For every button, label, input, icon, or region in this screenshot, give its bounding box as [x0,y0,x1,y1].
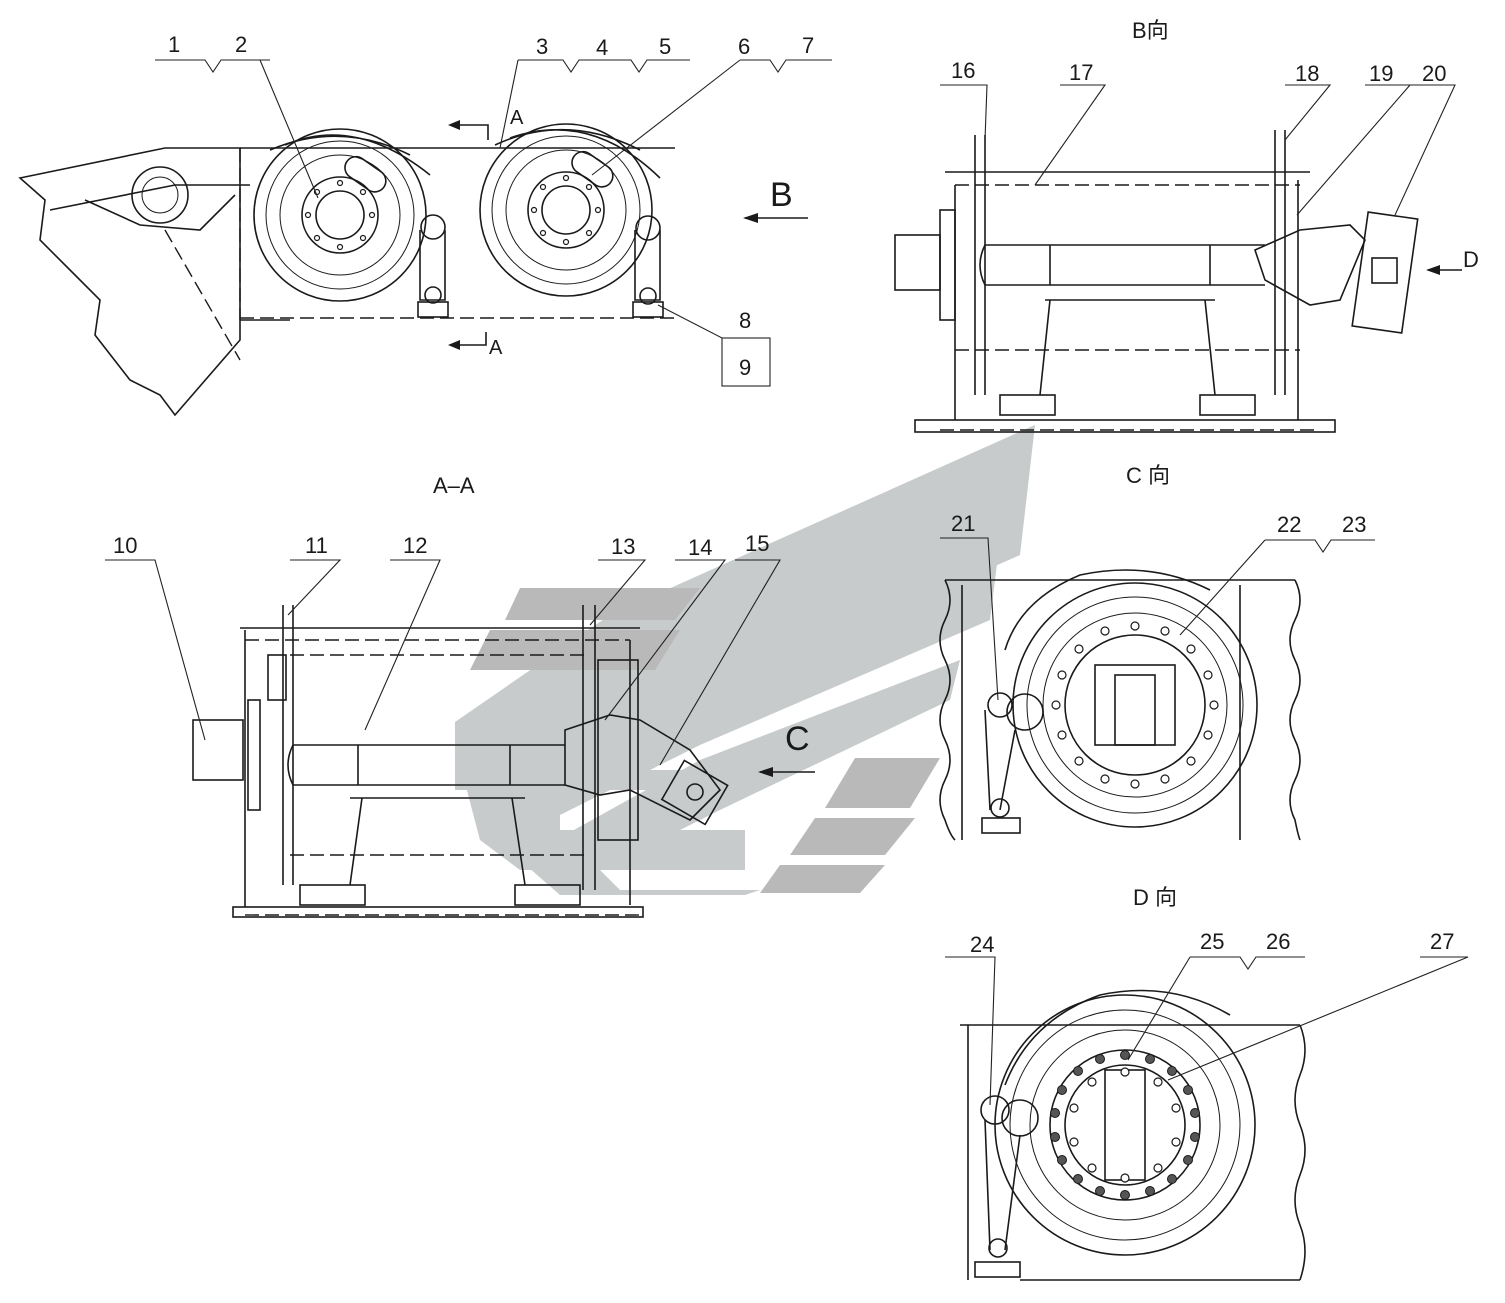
callout-20: 20 [1422,61,1446,86]
callout-numbers: 1 2 3 4 5 6 7 8 9 10 11 12 13 14 15 16 1… [113,32,1454,957]
leaders-c-view [940,537,1375,701]
callout-4: 4 [596,35,608,60]
section-label-a-bottom: A [489,337,503,359]
callout-15: 15 [745,531,769,556]
callout-21: 21 [951,511,975,536]
leaders-b-view [940,84,1456,216]
callout-8: 8 [739,308,751,333]
c-view-bolt-holes [1051,621,1219,789]
callout-26: 26 [1266,929,1290,954]
leaders-section [105,559,781,766]
leaders-d-view [945,956,1469,1106]
callout-25: 25 [1200,929,1224,954]
c-view-title: C 向 [1126,463,1170,488]
watermark-logo [455,425,1035,895]
c-view [939,569,1301,841]
callout-27: 27 [1430,929,1454,954]
callout-5: 5 [659,34,671,59]
callout-23: 23 [1342,512,1366,537]
section-a-a [192,605,815,918]
section-title: A–A [433,473,475,498]
d-view-inner-holes [1069,1067,1181,1183]
callout-17: 17 [1069,60,1093,85]
d-view [960,989,1306,1281]
d-view-title: D 向 [1133,885,1177,910]
callout-10: 10 [113,533,137,558]
view-titles: B向 C 向 D 向 A–A [433,18,1177,910]
callout-19: 19 [1369,61,1393,86]
section-label-a-top: A [510,107,524,129]
section-arrow-labels: A A B C D [489,107,1479,758]
d-view-bolt-ring [1050,1050,1200,1200]
callout-22: 22 [1277,512,1301,537]
callout-18: 18 [1295,61,1319,86]
callout-9: 9 [739,355,751,380]
b-view-title: B向 [1132,18,1169,43]
callout-16: 16 [951,58,975,83]
callout-14: 14 [688,535,712,560]
callout-12: 12 [403,533,427,558]
b-view [894,130,1462,433]
direction-label-d: D [1463,247,1479,272]
callout-1: 1 [168,32,180,57]
main-view [18,120,808,417]
callout-13: 13 [611,534,635,559]
direction-label-c: C [785,720,810,758]
callout-6: 6 [738,34,750,59]
callout-7: 7 [802,33,814,58]
callout-3: 3 [536,34,548,59]
left-drum-bolt-holes [304,179,376,251]
callout-11: 11 [305,533,328,558]
callout-24: 24 [970,932,994,957]
direction-label-b: B [770,176,793,214]
leaders-main-view [155,59,832,387]
right-drum-bolt-holes [530,174,602,246]
callout-2: 2 [235,32,247,57]
